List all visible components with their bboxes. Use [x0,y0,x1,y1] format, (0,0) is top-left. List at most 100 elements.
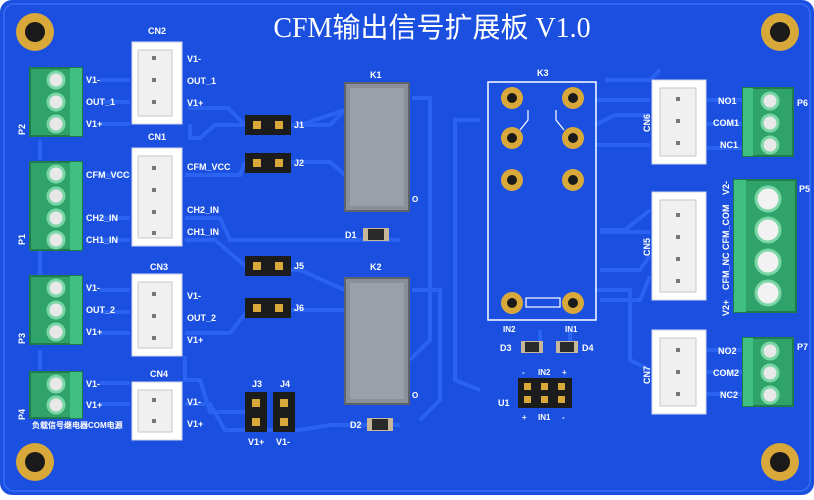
connector-cn4: CN4 V1- V1+ [131,369,203,441]
header-u1: IN2 IN1 - + + - U1 [498,368,572,422]
jumper-j2: J2 [245,153,304,173]
svg-text:CN1: CN1 [148,132,166,142]
svg-text:COM2: COM2 [713,368,739,378]
svg-text:J6: J6 [294,303,304,313]
svg-text:P6: P6 [797,98,808,108]
p3-label: P3 [17,333,27,344]
svg-text:V1-: V1- [187,397,201,407]
diode-d1: D1 [345,228,389,241]
svg-text:+: + [562,368,567,377]
terminal-p3: V1- OUT_2 V1+ P3 [17,275,115,345]
svg-text:OUT_2: OUT_2 [187,313,216,323]
svg-text:NO2: NO2 [718,346,737,356]
svg-text:IN1: IN1 [538,413,551,422]
p3-pin-v1-minus: V1- [86,283,100,293]
svg-text:CN6: CN6 [642,114,652,132]
svg-text:COM1: COM1 [713,118,739,128]
svg-text:V1+: V1+ [187,335,203,345]
p4-pin-v1-minus: V1- [86,379,100,389]
connector-cn2: CN2 V1- OUT_1 V1+ [131,26,216,125]
jumper-j6: J6 [245,298,304,318]
svg-text:V1+: V1+ [248,437,264,447]
svg-text:D4: D4 [582,343,594,353]
jumper-j3-j4: J3 J4 V1+ V1- [245,379,295,447]
svg-text:J2: J2 [294,158,304,168]
svg-text:CN2: CN2 [148,26,166,36]
p3-pin-v1-plus: V1+ [86,327,102,337]
svg-text:D2: D2 [350,420,362,430]
relay-k2: K2 O [344,262,418,405]
svg-text:V1-: V1- [187,291,201,301]
svg-text:V2+: V2+ [721,300,731,316]
svg-text:CN4: CN4 [150,369,168,379]
connector-cn5: CN5 [642,191,707,301]
svg-text:CFM_COM: CFM_COM [721,205,731,251]
svg-text:NC2: NC2 [720,390,738,400]
connector-cn6: CN6 [642,79,707,165]
svg-text:CN7: CN7 [642,366,652,384]
svg-text:IN2: IN2 [538,368,551,377]
p2-pin-v1-minus: V1- [86,75,100,85]
svg-text:J3: J3 [252,379,262,389]
svg-text:OUT_1: OUT_1 [187,76,216,86]
p1-pin-cfm-vcc: CFM_VCC [86,170,130,180]
svg-text:NC1: NC1 [720,140,738,150]
svg-text:NO1: NO1 [718,96,737,106]
terminal-p7: NO2 COM2 NC2 P7 [713,337,808,407]
board-footnote: 负载信号继电器COM电源 [32,420,123,430]
svg-text:O: O [412,195,418,204]
svg-text:V1+: V1+ [187,419,203,429]
terminal-p6: NO1 COM1 NC1 P6 [713,87,808,157]
svg-text:CFM_NC: CFM_NC [721,252,731,290]
p1-pin-ch2-in: CH2_IN [86,213,118,223]
svg-text:IN2: IN2 [503,325,516,334]
connector-cn7: CN7 [642,329,707,415]
svg-text:CFM_VCC: CFM_VCC [187,162,231,172]
board-title: CFM输出信号扩展板 V1.0 [273,12,590,44]
svg-text:P7: P7 [797,342,808,352]
mounting-holes [16,13,799,481]
p2-pin-v1-plus: V1+ [86,119,102,129]
terminal-p2: V1- OUT_1 V1+ P2 [17,67,115,137]
svg-text:V2-: V2- [721,181,731,195]
p4-label: P4 [17,409,27,420]
svg-text:CH1_IN: CH1_IN [187,227,219,237]
terminal-p4: V1- V1+ P4 [17,371,102,420]
svg-text:-: - [562,413,565,422]
svg-text:IN1: IN1 [565,325,578,334]
jumper-j1: J1 [245,115,304,135]
svg-text:D3: D3 [500,343,512,353]
relay-k3: K3 IN2 IN1 [487,68,597,334]
svg-text:+: + [522,413,527,422]
svg-text:U1: U1 [498,398,510,408]
svg-text:O: O [412,391,418,400]
terminal-p1: CFM_VCC CH2_IN CH1_IN P1 [17,161,130,251]
p2-label: P2 [17,124,27,135]
svg-text:J1: J1 [294,120,304,130]
svg-text:K3: K3 [537,68,549,78]
svg-text:K1: K1 [370,70,382,80]
relay-k1: K1 O [344,70,418,212]
svg-text:CN5: CN5 [642,238,652,256]
p1-label: P1 [17,234,27,245]
terminal-p5: V2- CFM_COM CFM_NC V2+ P5 [721,179,810,316]
p3-pin-out2: OUT_2 [86,305,115,315]
svg-text:CH2_IN: CH2_IN [187,205,219,215]
svg-text:J4: J4 [280,379,290,389]
svg-text:-: - [522,368,525,377]
svg-text:J5: J5 [294,261,304,271]
svg-text:V1-: V1- [276,437,290,447]
diodes-d3-d4: D3 D4 [500,341,594,353]
svg-text:V1+: V1+ [187,98,203,108]
svg-text:K2: K2 [370,262,382,272]
p1-pin-ch1-in: CH1_IN [86,235,118,245]
connector-cn1: CN1 CFM_VCC CH2_IN CH1_IN [131,132,231,247]
diode-d2: D2 [350,418,393,431]
svg-text:P5: P5 [799,184,810,194]
svg-text:D1: D1 [345,230,357,240]
p2-pin-out1: OUT_1 [86,97,115,107]
p4-pin-v1-plus: V1+ [86,400,102,410]
